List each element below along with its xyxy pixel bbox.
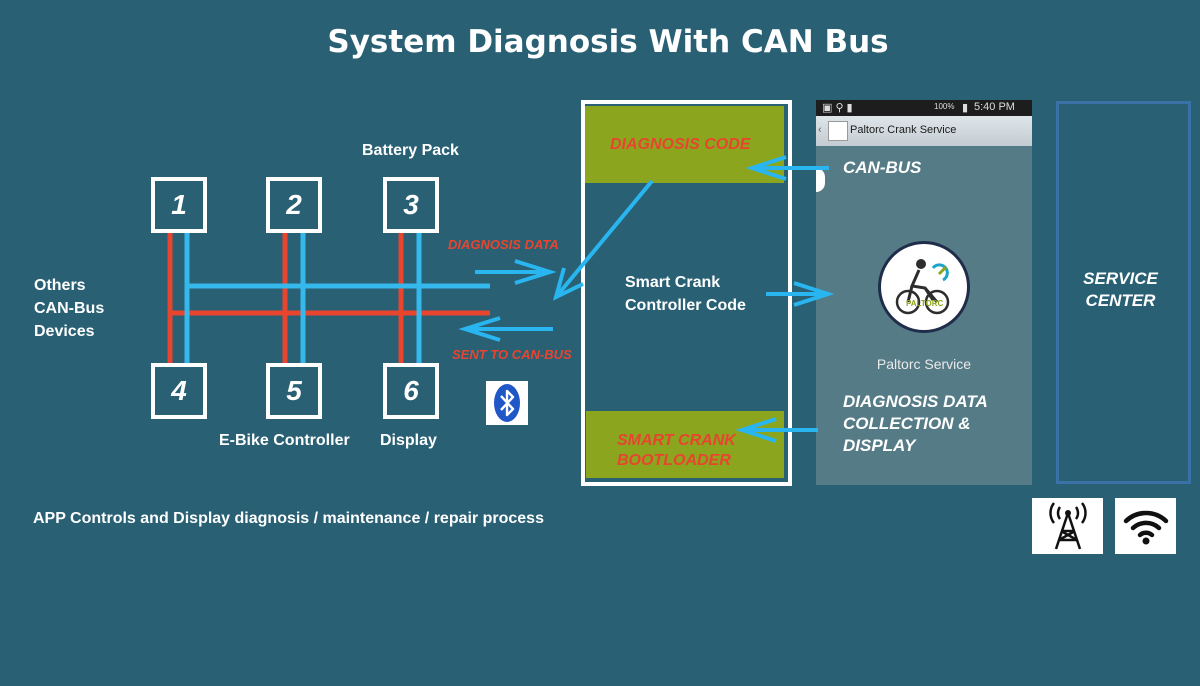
controller-to-app-arrow xyxy=(766,281,835,307)
bootloader-block: SMART CRANK BOOTLOADER xyxy=(586,411,784,478)
smart-crank-code-label: Smart Crank Controller Code xyxy=(625,271,746,317)
bootloader-line-1: SMART CRANK xyxy=(617,432,736,449)
diagnosis-data-note: DIAGNOSIS DATA xyxy=(448,237,559,252)
service-center-label: SERVICE CENTER xyxy=(1059,268,1182,312)
app-to-bootloader-arrow xyxy=(735,417,818,443)
smart-crank-line-2: Controller Code xyxy=(625,297,746,314)
service-label: Paltorc Service xyxy=(876,356,972,372)
smart-crank-line-1: Smart Crank xyxy=(625,274,721,291)
can-node-3: 3 xyxy=(383,177,439,233)
can-node-1: 1 xyxy=(151,177,207,233)
others-devices-label: Others CAN-Bus Devices xyxy=(34,274,104,343)
others-line-3: Devices xyxy=(34,323,95,340)
others-line-2: CAN-Bus xyxy=(34,300,105,317)
cyclist-icon xyxy=(895,259,950,315)
can-node-2: 2 xyxy=(266,177,322,233)
code-to-bus-arrow xyxy=(552,179,654,301)
app-title: Paltorc Crank Service xyxy=(850,124,957,136)
can-node-6: 6 xyxy=(383,363,439,419)
diagnosis-data-arrow xyxy=(475,259,557,285)
drawer-handle[interactable] xyxy=(816,168,825,192)
cell-tower-icon xyxy=(1032,498,1103,554)
battery-pack-label: Battery Pack xyxy=(362,142,459,159)
collection-line-1: DIAGNOSIS DATA xyxy=(843,392,988,411)
ebike-controller-label: E-Bike Controller xyxy=(219,432,350,449)
battery-icon: ▮ xyxy=(962,102,969,114)
bootloader-line-2: BOOTLOADER xyxy=(617,452,731,469)
collection-label: DIAGNOSIS DATA COLLECTION & DISPLAY xyxy=(843,391,988,457)
phone-app-bar: ‹ Paltorc Crank Service xyxy=(816,116,1032,146)
app-icon xyxy=(828,121,848,141)
sent-to-can-bus-note: SENT TO CAN-BUS xyxy=(452,347,572,362)
wifi-icon xyxy=(1115,498,1176,554)
bootloader-label: SMART CRANK BOOTLOADER xyxy=(617,431,736,471)
can-node-5: 5 xyxy=(266,363,322,419)
phone-status-bar: ▣ ⚲ ▮ 100% ▮ 5:40 PM xyxy=(816,100,1032,116)
status-battery: 100% xyxy=(934,102,955,111)
footer-caption: APP Controls and Display diagnosis / mai… xyxy=(33,510,544,527)
notification-icons: ▣ ⚲ ▮ xyxy=(822,102,853,114)
service-center-line-1: SERVICE xyxy=(1083,269,1158,288)
sent-to-can-bus-arrow xyxy=(458,316,553,342)
diagnosis-code-block: DIAGNOSIS CODE xyxy=(585,106,784,183)
status-time: 5:40 PM xyxy=(974,101,1015,113)
collection-line-2: COLLECTION & xyxy=(843,414,971,433)
can-node-4: 4 xyxy=(151,363,207,419)
page-title: System Diagnosis With CAN Bus xyxy=(327,24,889,60)
back-chevron-icon[interactable]: ‹ xyxy=(818,124,822,136)
logo-text: PALTORC xyxy=(906,299,944,308)
others-line-1: Others xyxy=(34,277,86,294)
service-center-line-2: CENTER xyxy=(1085,291,1156,310)
diagnosis-code-label: DIAGNOSIS CODE xyxy=(610,136,751,153)
phone-screen: ▣ ⚲ ▮ 100% ▮ 5:40 PM ‹ Paltorc Crank Ser… xyxy=(816,100,1032,485)
can-bus-label: CAN-BUS xyxy=(843,158,922,177)
display-label: Display xyxy=(380,432,437,449)
paltorc-logo[interactable]: PALTORC xyxy=(878,241,970,333)
can-bus-to-code-arrow xyxy=(745,155,829,181)
bluetooth-icon xyxy=(486,381,528,425)
service-center-box xyxy=(1056,101,1191,484)
collection-line-3: DISPLAY xyxy=(843,436,916,455)
